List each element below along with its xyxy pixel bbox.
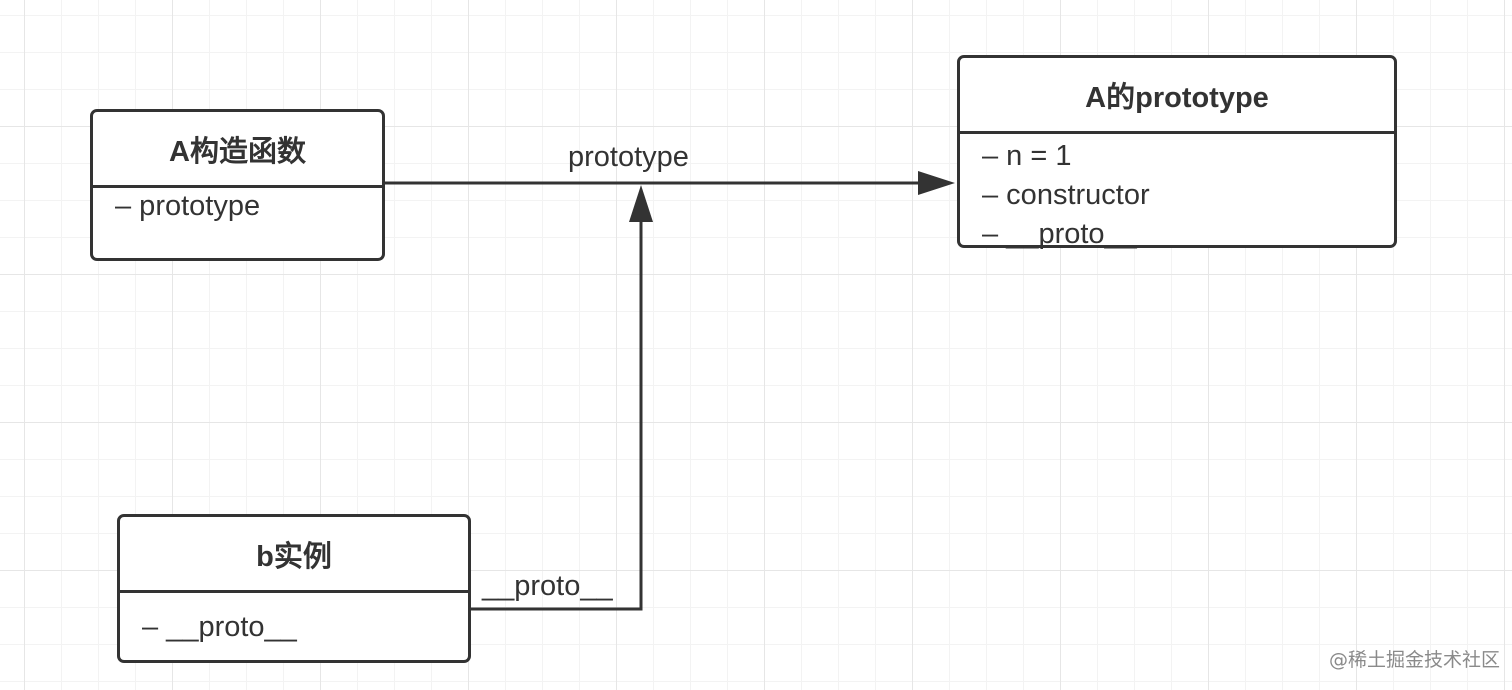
prototype-edge-arrowhead xyxy=(918,171,955,195)
instance-b-title: b实例 xyxy=(120,517,468,593)
attribute-proto: – __proto__ xyxy=(982,218,1137,250)
proto-edge-line xyxy=(470,220,643,611)
instance-b-attributes: – __proto__ xyxy=(120,593,468,644)
attribute-constructor: – constructor xyxy=(982,179,1150,211)
proto-edge-arrowhead xyxy=(629,185,653,222)
instance-b-box[interactable]: b实例 – __proto__ xyxy=(117,514,471,663)
constructor-a-attributes: – prototype xyxy=(93,188,382,223)
attribute-proto: – __proto__ xyxy=(142,611,297,643)
constructor-a-box[interactable]: A构造函数 – prototype xyxy=(90,109,385,261)
attribute-n: – n = 1 xyxy=(982,140,1072,172)
attribute-prototype: – prototype xyxy=(115,190,261,222)
constructor-a-title: A构造函数 xyxy=(93,112,382,188)
prototype-a-attributes: – n = 1 – constructor – __proto__ xyxy=(960,134,1394,254)
prototype-a-box[interactable]: A的prototype – n = 1 – constructor – __pr… xyxy=(957,55,1397,250)
watermark-text: @稀土掘金技术社区 xyxy=(1328,649,1500,671)
proto-edge-label: __proto__ xyxy=(482,570,613,602)
prototype-a-title: A的prototype xyxy=(960,58,1394,134)
prototype-edge-label: prototype xyxy=(568,141,689,173)
